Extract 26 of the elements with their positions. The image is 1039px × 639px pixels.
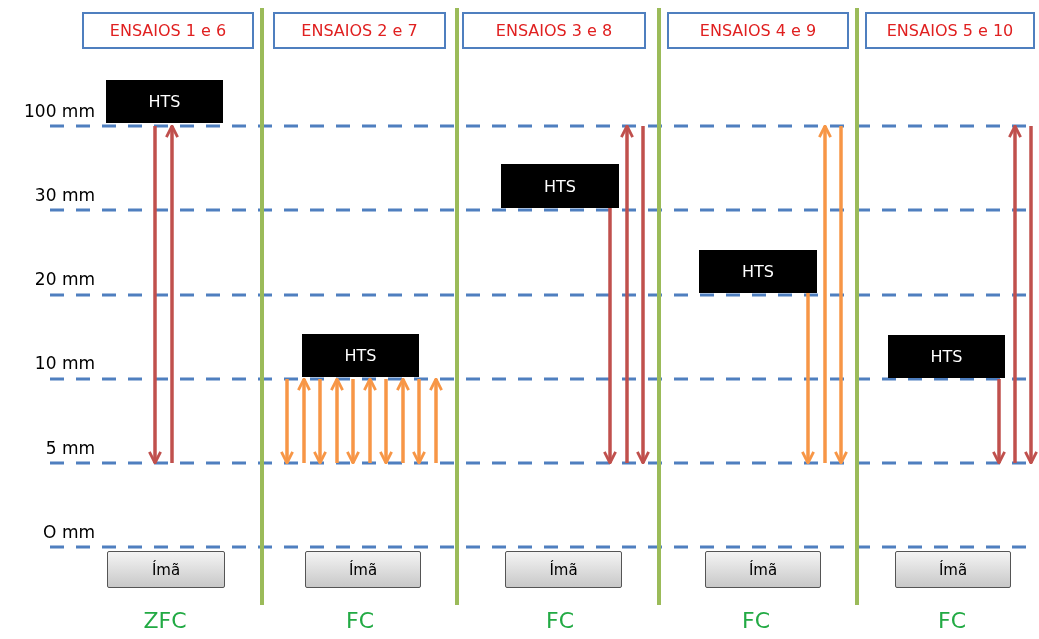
- height-label: 20 mm: [33, 269, 95, 289]
- cooling-mode-label: FC: [741, 608, 771, 633]
- magnet-block: Ímã: [705, 551, 821, 588]
- hts-block: HTS: [501, 164, 619, 208]
- height-label: 30 mm: [33, 185, 95, 205]
- cooling-mode-label: FC: [545, 608, 575, 633]
- test-header-box: ENSAIOS 3 e 8: [462, 12, 646, 49]
- test-header-box: ENSAIOS 2 e 7: [273, 12, 446, 49]
- magnet-block: Ímã: [107, 551, 225, 588]
- height-label: O mm: [42, 522, 95, 542]
- cooling-mode-label: FC: [937, 608, 967, 633]
- height-label: 5 mm: [44, 438, 95, 458]
- hts-block: HTS: [699, 250, 817, 293]
- test-header-box: ENSAIOS 4 e 9: [667, 12, 849, 49]
- magnet-block: Ímã: [305, 551, 421, 588]
- magnet-block: Ímã: [505, 551, 622, 588]
- hts-block: HTS: [888, 335, 1005, 378]
- height-label: 100 mm: [23, 101, 95, 121]
- test-header-box: ENSAIOS 1 e 6: [82, 12, 254, 49]
- test-header-box: ENSAIOS 5 e 10: [865, 12, 1035, 49]
- magnet-block: Ímã: [895, 551, 1011, 588]
- cooling-mode-label: FC: [345, 608, 375, 633]
- hts-block: HTS: [302, 334, 419, 377]
- hts-block: HTS: [106, 80, 223, 123]
- height-label: 10 mm: [33, 353, 95, 373]
- cooling-mode-label: ZFC: [142, 608, 188, 633]
